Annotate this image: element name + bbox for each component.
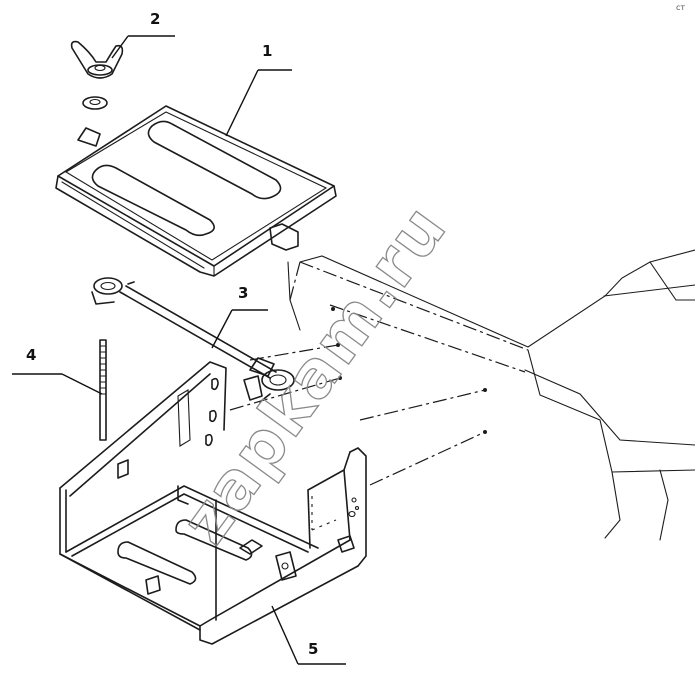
wing-nut xyxy=(70,40,124,79)
callout-1: 1 xyxy=(262,42,272,60)
callout-5: 5 xyxy=(308,640,318,658)
watermark-text: zapkam.ru xyxy=(168,192,462,558)
callout-4: 4 xyxy=(26,346,36,364)
threaded-stud xyxy=(99,339,107,441)
washer xyxy=(82,96,108,110)
callout-3: 3 xyxy=(238,284,248,302)
corner-mark: ст xyxy=(676,3,685,12)
callout-2: 2 xyxy=(150,10,160,28)
hook-bolt xyxy=(91,277,295,391)
battery-tray xyxy=(59,361,367,645)
bolt-axis-lines xyxy=(229,307,487,486)
callout-leaders xyxy=(12,35,346,665)
battery-cover xyxy=(55,105,337,277)
frame-rail xyxy=(287,249,695,541)
